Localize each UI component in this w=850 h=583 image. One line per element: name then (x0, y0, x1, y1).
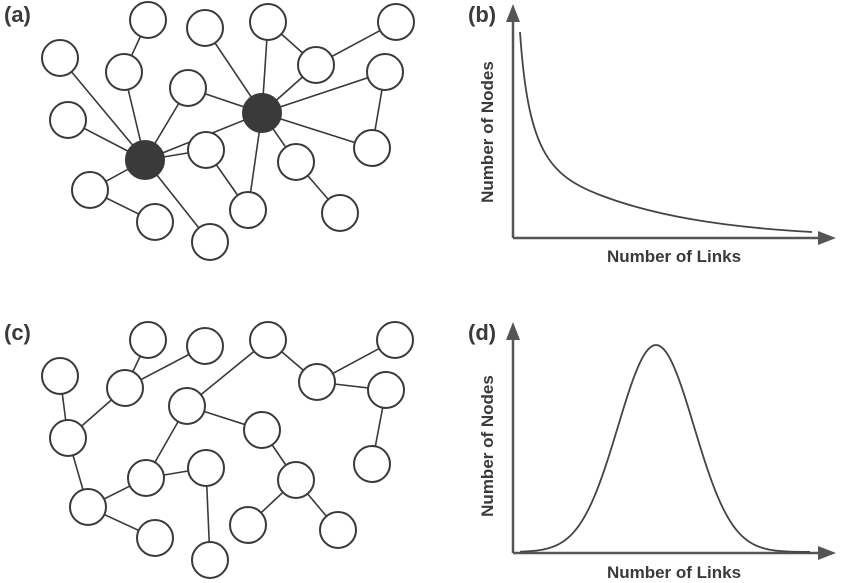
network-node (186, 327, 224, 365)
network-node (191, 223, 229, 261)
network-node (187, 131, 225, 169)
network-node (136, 203, 174, 241)
network-node (191, 541, 229, 579)
network-node (319, 511, 357, 549)
network-node (353, 129, 391, 167)
network-node (249, 3, 287, 41)
network-node (49, 101, 87, 139)
y-axis-arrow (506, 4, 520, 22)
network-node (367, 371, 405, 409)
power-law-plot: Number of Links Number of Nodes (478, 4, 836, 266)
network-edge (59, 57, 146, 161)
network-node (136, 519, 174, 557)
network-node (168, 387, 206, 425)
network-node (377, 3, 415, 41)
network-node (106, 369, 144, 407)
panel-label-c: (c) (4, 320, 31, 345)
x-axis-label: Number of Links (607, 563, 741, 582)
network-node (376, 321, 414, 359)
network-node (353, 445, 391, 483)
y-axis-arrow (506, 322, 520, 340)
network-node (229, 191, 267, 229)
network-node (49, 419, 87, 457)
y-axis-label: Number of Nodes (478, 61, 497, 203)
random-network (41, 321, 414, 579)
network-node (277, 143, 315, 181)
scale-free-network (41, 1, 415, 261)
hub-node (125, 140, 165, 180)
bell-curve (519, 344, 811, 553)
network-edge (261, 71, 386, 114)
network-node (321, 194, 359, 232)
network-node (41, 39, 79, 77)
hub-node (242, 93, 282, 133)
network-node (229, 506, 267, 544)
network-node (129, 1, 167, 39)
network-node (249, 321, 287, 359)
network-node (69, 488, 107, 526)
x-axis-arrow (818, 546, 836, 560)
network-nodes (41, 1, 415, 261)
network-node (169, 69, 207, 107)
panel-label-a: (a) (4, 2, 31, 27)
network-node (127, 459, 165, 497)
network-node (297, 46, 335, 84)
network-nodes (41, 321, 414, 579)
network-node (243, 411, 281, 449)
bell-curve-plot: Number of Links Number of Nodes (478, 322, 836, 582)
network-node (298, 363, 336, 401)
network-node (129, 321, 167, 359)
panel-label-d: (d) (468, 320, 496, 345)
y-axis-label: Number of Nodes (478, 375, 497, 517)
network-node (105, 53, 143, 91)
network-node (186, 9, 224, 47)
network-node (41, 357, 79, 395)
network-node (366, 53, 404, 91)
network-node (187, 449, 225, 487)
network-node (277, 461, 315, 499)
power-law-curve (519, 31, 813, 233)
x-axis-label: Number of Links (607, 247, 741, 266)
panel-label-b: (b) (468, 2, 496, 27)
network-node (71, 171, 109, 209)
x-axis-arrow (818, 231, 836, 245)
